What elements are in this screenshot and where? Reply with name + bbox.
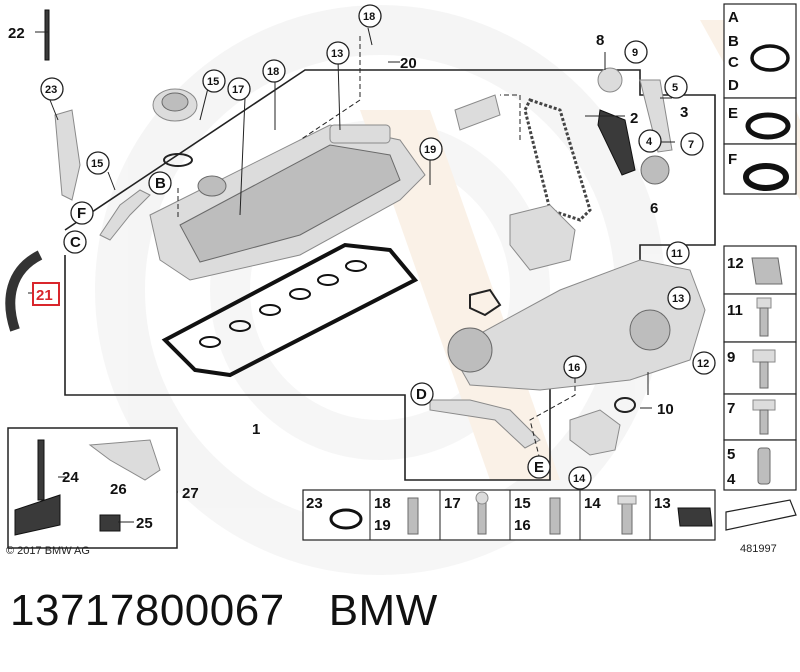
small-gasket-image bbox=[469, 288, 502, 317]
callout-2: 2 bbox=[630, 110, 638, 127]
fastener-panel: 12 11 9 7 5 4 bbox=[723, 245, 797, 491]
seal-label-d: D bbox=[728, 77, 739, 94]
strip-label-23: 23 bbox=[306, 495, 323, 512]
arrow-icon bbox=[725, 499, 797, 531]
callout-26: 26 bbox=[110, 481, 127, 498]
letter-e: E bbox=[534, 459, 544, 476]
seal-panel: A B C D E F bbox=[723, 3, 797, 195]
dashed-leader bbox=[500, 94, 521, 140]
dashed-leader bbox=[299, 36, 361, 141]
callout-20: 20 bbox=[400, 55, 417, 72]
callout-11: 11 bbox=[671, 248, 683, 260]
letter-b: B bbox=[155, 175, 166, 192]
callout-25: 25 bbox=[136, 515, 153, 532]
callout-23: 23 bbox=[45, 84, 57, 96]
exploded-view-diagram: 22 23 15 17 18 13 18 20 19 15 8 9 5 3 2 … bbox=[5, 3, 800, 575]
callout-14: 14 bbox=[573, 473, 586, 485]
intake-manifold-image bbox=[447, 259, 706, 391]
callout-7: 7 bbox=[688, 139, 694, 151]
callout-19: 19 bbox=[424, 144, 436, 156]
part-footer: 13717800067 BMW bbox=[10, 586, 482, 636]
seal-label-e: E bbox=[728, 105, 738, 122]
oil-filler-cap-image bbox=[152, 88, 198, 167]
svg-text:21: 21 bbox=[36, 287, 53, 304]
strip-label-17: 17 bbox=[444, 495, 461, 512]
callout-15b: 15 bbox=[91, 158, 103, 170]
fastener-label-4: 4 bbox=[727, 471, 736, 488]
callout-13b: 13 bbox=[672, 293, 684, 305]
strip-label-13: 13 bbox=[654, 495, 671, 512]
sensor-inset-panel: 24 26 25 27 © 2017 BMW AG bbox=[6, 427, 199, 557]
callout-10: 10 bbox=[657, 401, 674, 418]
seal-label-f: F bbox=[728, 151, 737, 168]
callout-1: 1 bbox=[252, 421, 260, 438]
callout-12: 12 bbox=[697, 358, 709, 370]
brand-name: BMW bbox=[328, 586, 438, 635]
callout-3: 3 bbox=[680, 104, 688, 121]
diagram-number: 481997 bbox=[740, 543, 777, 555]
seal-label-c: C bbox=[728, 54, 739, 71]
watermark-logo bbox=[95, 5, 800, 575]
callout-4: 4 bbox=[646, 136, 653, 148]
strip-label-15: 15 bbox=[514, 495, 531, 512]
leader-lines bbox=[28, 27, 675, 493]
fastener-label-5: 5 bbox=[727, 446, 735, 463]
letter-f: F bbox=[77, 205, 86, 222]
copyright-text: © 2017 BMW AG bbox=[6, 545, 90, 557]
fastener-label-9: 9 bbox=[727, 349, 735, 366]
callout-17: 17 bbox=[232, 84, 244, 96]
strip-label-14: 14 bbox=[584, 495, 601, 512]
callout-8: 8 bbox=[596, 32, 604, 49]
fuel-pump-image bbox=[509, 204, 576, 271]
breather-hose-image bbox=[99, 175, 227, 241]
callout-15: 15 bbox=[207, 76, 219, 88]
letter-d: D bbox=[416, 386, 427, 403]
injector-image bbox=[44, 9, 81, 201]
strip-label-16: 16 bbox=[514, 517, 531, 534]
valve-cover-image bbox=[149, 124, 426, 281]
seal-label-a: A bbox=[728, 9, 739, 26]
callout-22: 22 bbox=[8, 25, 25, 42]
bottom-parts-strip: 23 18 19 17 15 16 14 13 481997 bbox=[302, 489, 797, 555]
fastener-label-12: 12 bbox=[727, 255, 744, 272]
dashed-leader bbox=[529, 378, 576, 461]
valve-cover-gasket-image bbox=[161, 242, 419, 378]
timing-chain-image bbox=[454, 67, 673, 222]
letter-labels: B C F D E bbox=[63, 171, 551, 479]
strip-label-18: 18 bbox=[374, 495, 391, 512]
callout-16: 16 bbox=[568, 362, 580, 374]
callout-27: 27 bbox=[182, 485, 199, 502]
strip-label-19: 19 bbox=[374, 517, 391, 534]
vent-hose-image bbox=[5, 250, 43, 332]
callout-13: 13 bbox=[331, 48, 343, 60]
callout-labels: 22 23 15 17 18 13 18 20 19 15 8 9 5 3 2 … bbox=[8, 4, 716, 490]
part-number: 13717800067 bbox=[10, 586, 285, 635]
callout-9: 9 bbox=[632, 47, 638, 59]
callout-6: 6 bbox=[650, 200, 658, 217]
fastener-label-7: 7 bbox=[727, 400, 735, 417]
valve-image bbox=[569, 397, 636, 456]
callout-24: 24 bbox=[62, 469, 79, 486]
letter-c: C bbox=[70, 234, 81, 251]
fastener-label-11: 11 bbox=[727, 302, 743, 319]
callout-18-top: 18 bbox=[363, 11, 375, 23]
pipe-image bbox=[429, 399, 541, 449]
highlighted-callout-21: 21 bbox=[32, 282, 60, 306]
callout-18: 18 bbox=[267, 66, 279, 78]
callout-5: 5 bbox=[672, 82, 678, 94]
seal-label-b: B bbox=[728, 33, 739, 50]
